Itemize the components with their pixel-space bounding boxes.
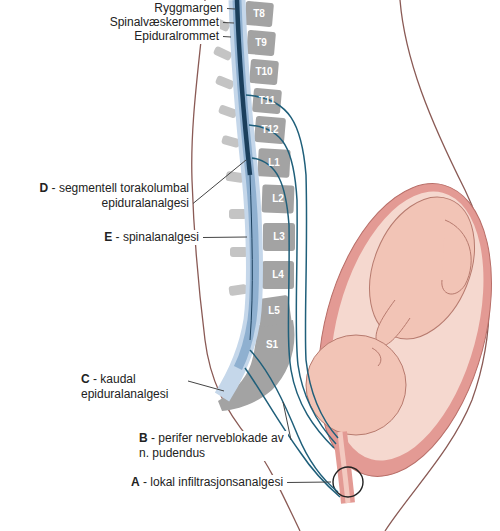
vertebra-label: S1 [266,339,278,351]
uterus-wall [289,164,500,495]
vertebra-label: T9 [255,37,267,49]
structure-label: Ryggmargen [153,1,224,16]
vertebra-label: T12 [261,124,278,136]
method-label: B - perifer nerveblokade av n. pudendus [138,431,288,461]
method-label: C - kaudal epiduralanalgesi [80,372,185,402]
cauda-equina [250,175,252,340]
vertebra-label: L4 [272,269,284,281]
leader-line [223,36,231,38]
method-label: A - lokal infiltrasjonsanalgesi [130,475,284,490]
leader-line [188,381,224,391]
method-label: E - spinalanalgesi [103,230,200,245]
csf-space [237,0,254,368]
structure-label: Spinalvæskerommet [109,15,220,30]
vertebra-label: T10 [255,66,272,78]
fetus-leg [442,220,471,294]
fetus-arm [376,300,410,346]
vertebra-label: L1 [268,157,280,169]
fetus-ear [372,348,381,366]
method-label: D - segmentell torakolumbal epiduralanal… [10,181,190,211]
vertebra-label: T8 [253,8,265,20]
epidural-space [222,0,254,397]
vertebra-label: L5 [268,305,280,317]
leader-line [227,8,235,10]
vertebra-label: T11 [259,95,276,107]
vertebra-label: L2 [272,193,284,205]
leader-lines [188,9,331,483]
leader-line [193,160,246,204]
leader-line [223,22,234,24]
leader-line [287,482,331,484]
fetus-body [350,181,494,354]
fetus-head [306,335,406,435]
spinal-cord [237,0,250,175]
vertebra-label: L3 [273,231,285,243]
leader-line [203,237,247,239]
structure-label: Epiduralrommet [133,29,220,44]
